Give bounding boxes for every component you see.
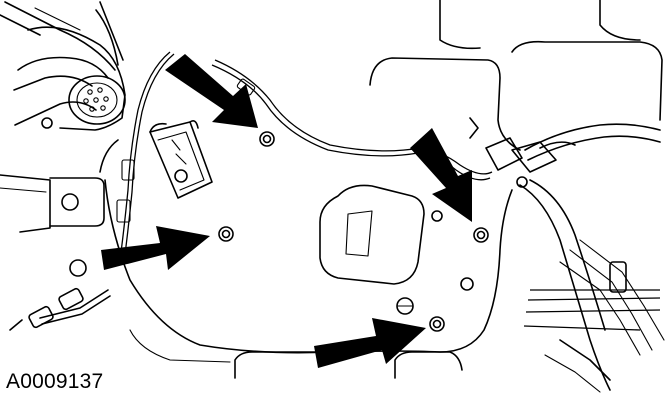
figure-reference-id: A0009137 [6,370,104,393]
callout-arrow-left [101,226,210,270]
callout-arrow-top-left [165,54,258,128]
bolt-bottom [429,316,445,332]
bolt-right [473,227,489,243]
right-door-structure [369,0,665,393]
bolt-left [218,226,234,242]
right-connector [469,117,576,188]
callout-arrow-right [410,128,472,222]
wiring-harness [9,51,493,331]
left-door-structure [0,1,126,233]
multi-pin-connector [68,75,126,125]
callout-arrow-bottom [314,318,426,368]
bottom-frame [129,329,463,379]
bolt-top-left [259,131,275,147]
retaining-clip [149,120,213,199]
